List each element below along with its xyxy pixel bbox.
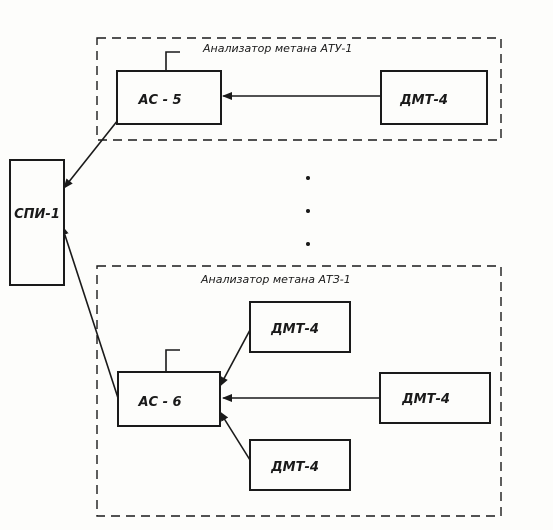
block-dmt-4-b2: ДМТ-4 xyxy=(379,372,491,424)
input-stub-as5 xyxy=(165,51,180,71)
wire-as5-to-spi xyxy=(63,119,119,189)
block-as-6: АС - 6 xyxy=(117,371,221,427)
group-atz-1-title: Анализатор метана АТЗ-1 xyxy=(200,273,351,286)
group-atu-1: Анализатор метана АТУ-1 xyxy=(96,37,502,141)
block-as-5-label: АС - 5 xyxy=(137,93,181,108)
ellipsis-dot xyxy=(306,176,310,180)
block-as-5: АС - 5 xyxy=(116,70,222,125)
ellipsis-dot xyxy=(306,209,310,213)
group-atu-1-title: Анализатор метана АТУ-1 xyxy=(202,42,352,55)
group-atu-1-border xyxy=(96,37,502,141)
wire-dmt1-to-as6 xyxy=(219,329,251,387)
group-atz-1-border xyxy=(96,265,502,517)
block-dmt-4-b2-label: ДМТ-4 xyxy=(401,392,450,407)
input-stub-as6 xyxy=(165,349,180,372)
block-dmt-4-b1-label: ДМТ-4 xyxy=(270,322,319,337)
ellipsis-dot xyxy=(306,242,310,246)
wire-dmt3-to-as6 xyxy=(219,411,251,461)
wire-as6-to-spi xyxy=(60,225,119,399)
block-spi-1: СПИ-1 xyxy=(9,159,65,286)
group-atz-1: Анализатор метана АТЗ-1 xyxy=(96,265,502,517)
block-dmt-4-top: ДМТ-4 xyxy=(380,70,488,125)
block-as-6-label: АС - 6 xyxy=(137,395,181,410)
block-dmt-4-b1: ДМТ-4 xyxy=(249,301,351,353)
block-dmt-4-b3-label: ДМТ-4 xyxy=(270,460,319,475)
block-dmt-4-b3: ДМТ-4 xyxy=(249,439,351,491)
block-spi-1-label: СПИ-1 xyxy=(14,207,60,222)
block-dmt-4-top-label: ДМТ-4 xyxy=(399,93,448,108)
